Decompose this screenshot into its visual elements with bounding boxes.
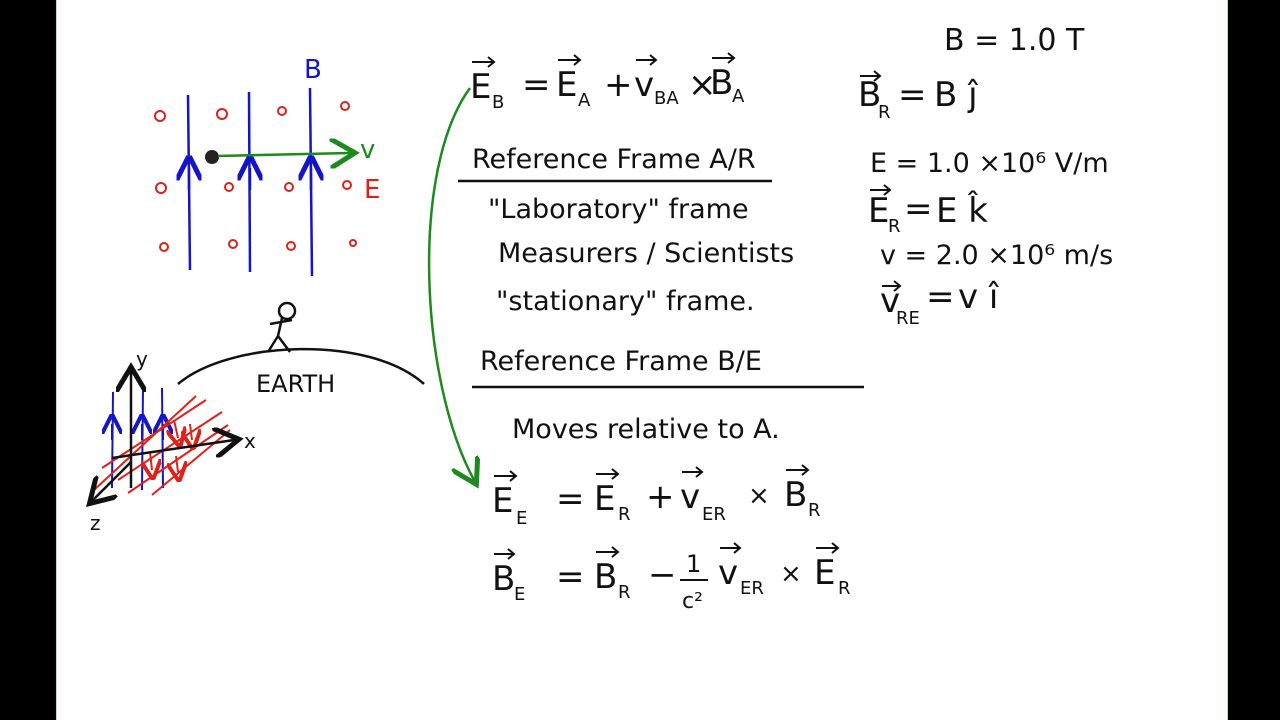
field-diagram: B E v bbox=[154, 55, 380, 277]
frame-transform-arrow bbox=[427, 87, 474, 480]
eq1-equals: = bbox=[522, 65, 551, 105]
equation-eb: E B = E A + v BA × B A bbox=[470, 52, 745, 113]
eq1-t3: B bbox=[710, 63, 733, 103]
axis-x-label: x bbox=[244, 429, 256, 453]
eq3-t3-sub: R bbox=[838, 578, 851, 599]
b-value: B = 1.0 T bbox=[944, 23, 1085, 58]
eq2-t2-sub: ER bbox=[702, 504, 726, 525]
er-sub: R bbox=[888, 216, 901, 237]
eq1-t1-sub: A bbox=[578, 90, 591, 111]
er-rhs: E k̂ bbox=[936, 190, 988, 231]
br-lhs: B bbox=[858, 75, 881, 115]
e-field-out-marker bbox=[224, 182, 234, 192]
e-value: E = 1.0 ×10⁶ V/m bbox=[870, 148, 1109, 179]
br-equals: = bbox=[898, 75, 927, 115]
vector-arrows bbox=[472, 52, 736, 68]
er-lhs: E bbox=[868, 191, 889, 231]
e-field-out-marker bbox=[159, 242, 169, 252]
eq2-lhs: E bbox=[492, 481, 513, 521]
earth-label: EARTH bbox=[256, 370, 335, 398]
eq1-t1: E bbox=[556, 65, 577, 105]
eq3-t1-sub: R bbox=[618, 582, 631, 603]
charged-particle bbox=[205, 150, 219, 164]
e-field-out-marker bbox=[154, 110, 166, 122]
v-value: v = 2.0 ×10⁶ m/s bbox=[880, 240, 1113, 271]
eq2-t2: v bbox=[680, 477, 700, 517]
eq1-lhs: E bbox=[470, 67, 491, 107]
vre-sub: RE bbox=[896, 308, 920, 329]
velocity-arrow bbox=[217, 153, 350, 156]
eq3-cross: × bbox=[780, 559, 802, 589]
eq3-lhs: B bbox=[492, 559, 515, 599]
eq1-t2: v bbox=[634, 65, 654, 105]
eq3-t2-sub: ER bbox=[740, 578, 764, 599]
b-field-lines bbox=[188, 87, 312, 277]
eq3-frac-den: c² bbox=[682, 589, 703, 614]
eq2-equals: = bbox=[556, 479, 585, 519]
eq2-t1-sub: R bbox=[618, 504, 631, 525]
axis-y-label: y bbox=[136, 347, 148, 371]
eq2-plus: + bbox=[646, 477, 675, 517]
frame-a-line-3: "stationary" frame. bbox=[496, 286, 755, 317]
given-values: B = 1.0 T B R = B ĵ E = 1.0 ×10⁶ V/m E R… bbox=[858, 23, 1113, 329]
frame-b-heading: Reference Frame B/E bbox=[480, 346, 762, 377]
br-rhs: B ĵ bbox=[934, 75, 979, 115]
eq3-lhs-sub: E bbox=[514, 584, 525, 605]
vre-equals: = bbox=[926, 277, 955, 317]
frame-a-heading: Reference Frame A/R bbox=[472, 144, 756, 175]
frame-a-line-2: Measurers / Scientists bbox=[498, 238, 794, 269]
vector-arrows bbox=[494, 542, 840, 560]
eq3-frac-num: 1 bbox=[686, 550, 701, 578]
b-label: B bbox=[304, 55, 322, 85]
eq1-cross: × bbox=[688, 65, 717, 105]
axis-z-label: z bbox=[90, 511, 101, 535]
xyz-axes bbox=[93, 372, 234, 500]
earth-diagram: EARTH y x z bbox=[90, 301, 425, 535]
eq3-t2: v bbox=[718, 553, 738, 593]
e-label: E bbox=[364, 175, 380, 205]
eq3-t3: E bbox=[814, 553, 835, 593]
eq1-lhs-sub: B bbox=[492, 92, 504, 113]
eq3-equals: = bbox=[556, 557, 585, 597]
e-field-out-marker bbox=[155, 182, 167, 194]
equation-be: B E = B R − 1 c² v ER × E R bbox=[492, 542, 851, 614]
e-field-out-marker bbox=[342, 180, 352, 190]
eq1-t2-sub: BA bbox=[654, 88, 679, 109]
e-field-out-marker bbox=[216, 108, 228, 120]
eq2-lhs-sub: E bbox=[516, 508, 527, 529]
stick-figure bbox=[266, 301, 297, 353]
eq1-plus: + bbox=[604, 65, 633, 105]
eq2-t1: E bbox=[594, 479, 615, 519]
e-field-out-marker bbox=[349, 239, 357, 247]
e-field-out-marker bbox=[340, 101, 350, 111]
equation-ee: E E = E R + v ER × B R bbox=[492, 464, 821, 529]
eq2-t3: B bbox=[784, 475, 807, 515]
frame-a-line-1: "Laboratory" frame bbox=[488, 194, 749, 225]
eq2-cross: × bbox=[748, 481, 770, 511]
e-field-out-marker bbox=[277, 106, 287, 116]
frame-b-line: Moves relative to A. bbox=[512, 414, 780, 445]
e-field-out-marker bbox=[286, 241, 296, 251]
vector-arrows bbox=[494, 464, 810, 482]
v-label: v bbox=[360, 135, 375, 165]
eq2-t3-sub: R bbox=[808, 500, 821, 521]
eq3-t1: B bbox=[594, 557, 617, 597]
vector-arrow bbox=[860, 70, 882, 82]
br-sub: R bbox=[878, 102, 891, 123]
vector-arrow bbox=[870, 184, 892, 196]
vre-rhs: v î bbox=[958, 277, 1000, 317]
whiteboard bbox=[56, 0, 1228, 720]
er-equals: = bbox=[904, 189, 933, 229]
eq3-minus: − bbox=[648, 555, 677, 595]
eq1-t3-sub: A bbox=[732, 86, 745, 107]
e-field-out-marker bbox=[284, 182, 294, 192]
vector-arrow bbox=[882, 280, 902, 292]
earth-surface bbox=[177, 347, 425, 385]
e-field-out-marker bbox=[228, 239, 238, 249]
e-field-dots bbox=[154, 101, 357, 252]
